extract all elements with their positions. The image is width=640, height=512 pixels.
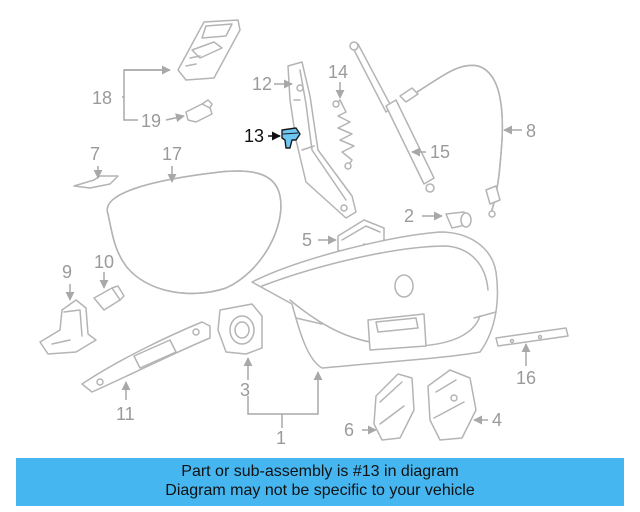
part-19-bulb [185, 99, 213, 123]
banner-line-1: Part or sub-assembly is #13 in diagram [181, 463, 459, 480]
label-13: 13 [244, 126, 264, 146]
part-3-lamp [217, 303, 263, 355]
label-6: 6 [344, 420, 354, 440]
label-9: 9 [62, 262, 72, 282]
label-2: 2 [404, 206, 414, 226]
part-13-clip-highlighted [281, 127, 301, 149]
part-11-trim [81, 321, 211, 393]
banner-line-2: Diagram may not be specific to your vehi… [165, 482, 475, 499]
part-14-spring [332, 99, 355, 170]
part-9-latch [39, 299, 97, 355]
label-14: 14 [328, 62, 348, 82]
label-10: 10 [94, 252, 114, 272]
part-1-trunk-lid [251, 231, 499, 369]
label-12: 12 [252, 74, 272, 94]
leader-1 [247, 371, 323, 415]
part-2-cylinder [445, 211, 472, 229]
part-16-molding [495, 327, 569, 347]
label-11: 11 [116, 404, 135, 424]
part-4-bracket [427, 369, 477, 441]
label-7: 7 [90, 144, 100, 164]
part-7-emblem [73, 175, 119, 189]
label-3: 3 [240, 380, 250, 400]
label-5: 5 [302, 230, 312, 250]
label-17: 17 [162, 144, 182, 164]
part-8-cable [399, 64, 504, 218]
label-19: 19 [141, 111, 161, 131]
label-4: 4 [492, 410, 502, 430]
part-6-bracket [373, 373, 415, 441]
part-15-strut [349, 41, 435, 193]
part-12-hinge [287, 61, 357, 219]
label-1: 1 [276, 428, 286, 448]
label-16: 16 [516, 368, 536, 388]
part-10-actuator [93, 285, 125, 311]
part-18-switch [177, 19, 241, 81]
label-8: 8 [526, 121, 536, 141]
parts-diagram: 18 19 12 13 14 15 8 [39, 19, 569, 448]
label-18: 18 [92, 88, 112, 108]
label-15: 15 [430, 142, 450, 162]
part-17-weatherstrip [106, 170, 282, 295]
leader-19-arrow [165, 113, 185, 123]
info-banner: Part or sub-assembly is #13 in diagram D… [16, 458, 624, 506]
